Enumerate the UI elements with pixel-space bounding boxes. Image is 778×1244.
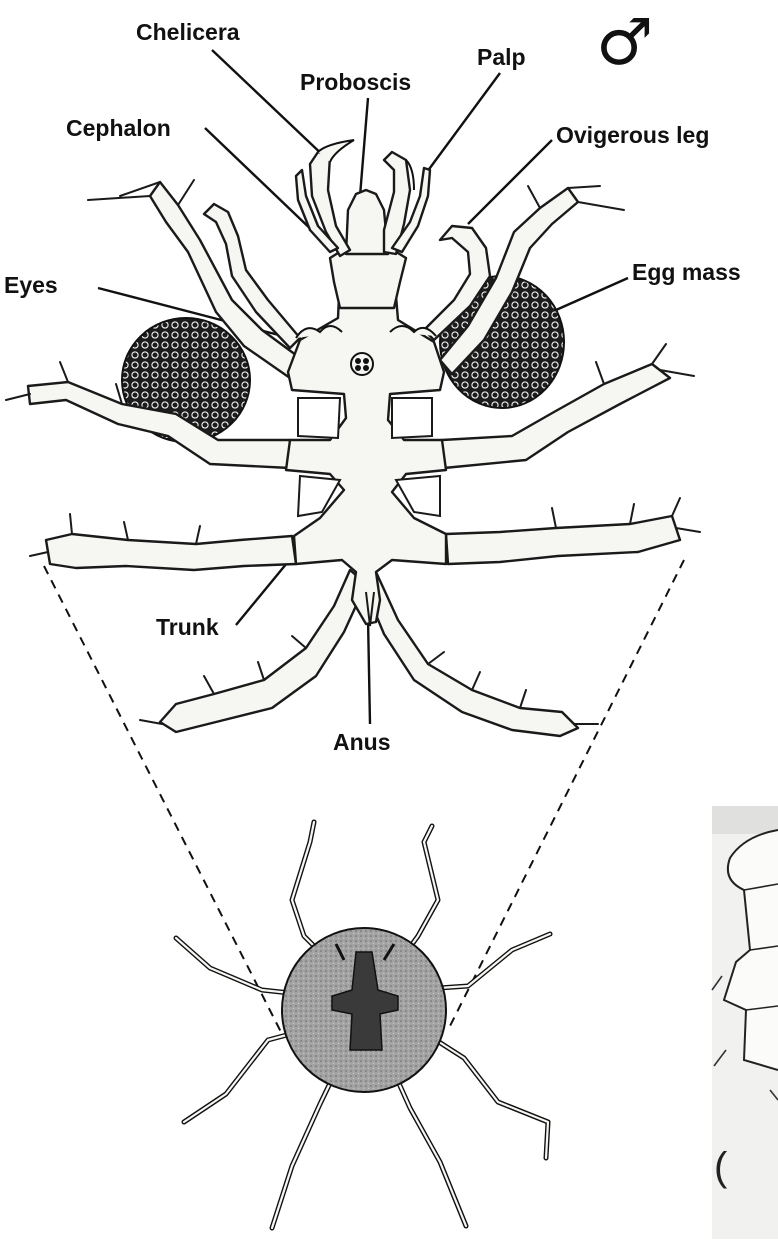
label-proboscis: Proboscis — [300, 69, 411, 95]
eye-icon — [355, 358, 361, 364]
label-egg-mass: Egg mass — [632, 259, 741, 285]
label-chelicera: Chelicera — [136, 19, 240, 45]
leg-4-right — [364, 572, 578, 736]
label-eyes: Eyes — [4, 272, 58, 298]
label-trunk: Trunk — [156, 614, 219, 640]
trunk — [286, 272, 446, 626]
leg-3-left — [46, 534, 296, 570]
label-anus: Anus — [333, 729, 391, 755]
whole-animal — [176, 822, 550, 1228]
label-cephalon: Cephalon — [66, 115, 171, 141]
label-ovigerous-leg: Ovigerous leg — [556, 122, 709, 148]
side-figure-fragment: ( — [712, 806, 778, 1239]
eye-icon — [363, 365, 369, 371]
proboscis — [346, 190, 388, 254]
leg-4-left — [160, 570, 366, 732]
eye-tubercle — [351, 353, 373, 375]
trunk-body — [286, 272, 446, 624]
eye-icon — [355, 365, 361, 371]
label-palp: Palp — [477, 44, 526, 70]
eye-icon — [363, 358, 369, 364]
cephalon-plate — [330, 248, 406, 308]
svg-text:(: ( — [714, 1145, 728, 1189]
male-symbol-icon: ♂ — [596, 6, 653, 80]
leg-3-right — [446, 516, 680, 564]
